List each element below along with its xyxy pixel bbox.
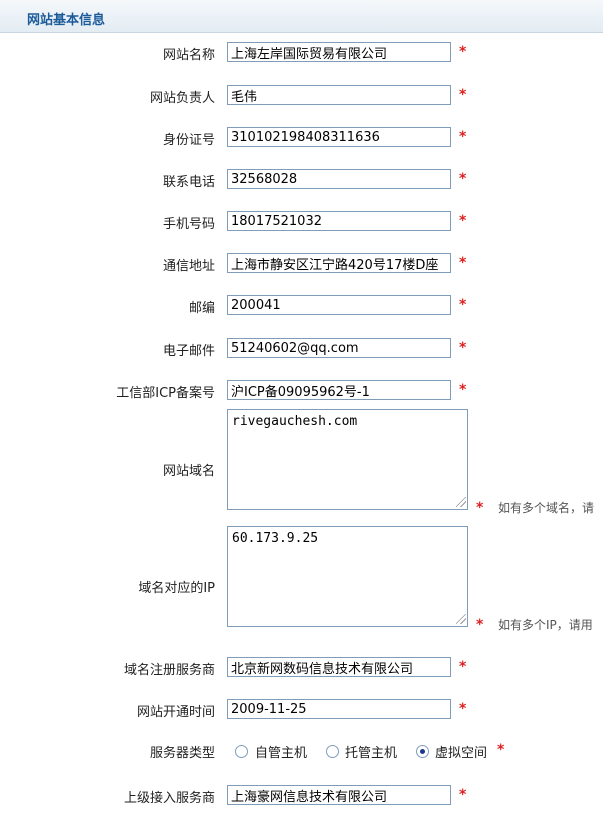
radio-label-colocation[interactable]: 托管主机 (345, 746, 398, 761)
required-mark: * (459, 701, 467, 717)
label-site-name: 网站名称 (162, 48, 215, 63)
postcode-input[interactable] (227, 295, 451, 315)
upstream-input[interactable] (227, 785, 451, 805)
ip-textarea[interactable]: 60.173.9.25 (227, 526, 468, 627)
label-upstream: 上级接入服务商 (123, 791, 215, 806)
address-input[interactable] (227, 253, 451, 273)
required-mark: * (459, 297, 467, 313)
radio-label-virtual-space[interactable]: 虚拟空间 (435, 746, 488, 761)
required-mark: * (459, 87, 467, 103)
id-number-input[interactable] (227, 127, 451, 147)
required-mark: * (476, 500, 484, 516)
required-mark: * (459, 171, 467, 187)
label-ip: 域名对应的IP (138, 581, 215, 596)
radio-colocation[interactable] (326, 745, 339, 758)
icp-number-input[interactable] (227, 380, 451, 400)
section-title: 网站基本信息 (27, 13, 106, 28)
radio-label-self-hosted[interactable]: 自管主机 (255, 746, 308, 761)
section-header: 网站基本信息 (0, 0, 603, 33)
label-phone: 联系电话 (162, 175, 215, 190)
label-registrar: 域名注册服务商 (123, 663, 215, 678)
email-input[interactable] (227, 338, 451, 358)
required-mark: * (459, 213, 467, 229)
required-mark: * (459, 787, 467, 803)
label-site-owner: 网站负责人 (149, 91, 215, 106)
required-mark: * (459, 340, 467, 356)
label-address: 通信地址 (162, 259, 215, 274)
required-mark: * (459, 44, 467, 60)
required-mark: * (459, 382, 467, 398)
label-open-date: 网站开通时间 (136, 705, 215, 720)
radio-self-hosted[interactable] (235, 745, 248, 758)
mobile-input[interactable] (227, 211, 451, 231)
required-mark: * (497, 742, 505, 758)
label-domain: 网站域名 (162, 464, 215, 479)
required-mark: * (459, 255, 467, 271)
resize-grip-icon[interactable] (456, 614, 466, 624)
open-date-input[interactable] (227, 699, 451, 719)
label-postcode: 邮编 (188, 301, 215, 316)
site-owner-input[interactable] (227, 85, 451, 105)
radio-virtual-space[interactable] (416, 745, 429, 758)
label-mobile: 手机号码 (162, 217, 215, 232)
required-mark: * (459, 659, 467, 675)
label-icp-number: 工信部ICP备案号 (116, 386, 215, 401)
domain-textarea[interactable]: rivegauchesh.com (227, 409, 468, 510)
required-mark: * (476, 617, 484, 633)
label-id-number: 身份证号 (162, 133, 215, 148)
label-server-type: 服务器类型 (149, 746, 215, 761)
resize-grip-icon[interactable] (456, 497, 466, 507)
registrar-input[interactable] (227, 657, 451, 677)
phone-input[interactable] (227, 169, 451, 189)
domain-hint: 如有多个域名，请 (498, 501, 595, 515)
label-email: 电子邮件 (162, 344, 215, 359)
site-name-input[interactable] (227, 42, 451, 62)
ip-hint: 如有多个IP，请用 (498, 618, 593, 632)
required-mark: * (459, 129, 467, 145)
